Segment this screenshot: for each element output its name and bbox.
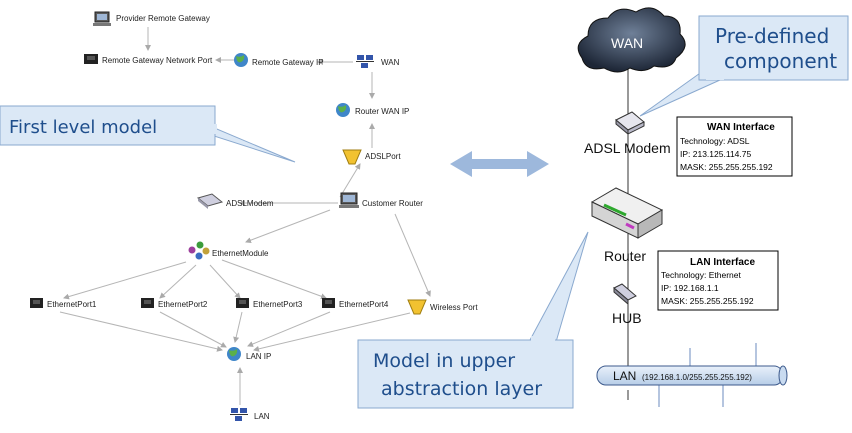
adsl-modem-device-label: ADSL Modem [584,140,671,156]
port-icon [30,298,43,308]
callout-predefined-line1: Pre-defined [715,24,829,48]
router-device-label: Router [604,248,646,264]
wan-node-label: WAN [381,58,400,67]
computer-icon [339,192,359,208]
hub-device-label: HUB [612,310,642,326]
globe-icon [234,53,248,67]
ethernet-port-3-label: EthernetPort3 [253,300,303,309]
port-icon [236,298,249,308]
globe-icon [336,103,350,117]
wan-interface-technology: Technology: ADSL [680,136,750,146]
network-icon [356,55,374,68]
adsl-port-label: ADSLPort [365,152,401,161]
ethernet-port-2-label: EthernetPort2 [158,300,208,309]
callout-predefined-line2: component [724,49,837,73]
customer-router-label: Customer Router [362,199,423,208]
ethernet-port-1-label: EthernetPort1 [47,300,97,309]
module-icon [188,241,210,260]
lan-ip-label: LAN IP [246,352,271,361]
callout-upper-layer: Model in upper abstraction layer [357,231,589,409]
ethernet-port-3-node: EthernetPort3 [236,298,303,309]
gateway-ip-label: Remote Gateway IP [252,58,324,67]
lan-node-label: LAN [254,412,270,421]
provider-gateway-node: Provider Remote Gateway [93,11,210,26]
adsl-modem-node: ADSLModem [196,193,274,209]
port-icon [84,54,98,64]
lan-interface-technology: Technology: Ethernet [661,270,741,280]
callout-first-level: First level model [0,105,296,163]
gateway-port-node: Remote Gateway Network Port [84,54,213,65]
callout-first-level-text: First level model [9,117,157,138]
double-arrow [450,151,549,177]
ethernet-port-2-node: EthernetPort2 [141,298,208,309]
lan-bus: LAN (192.168.1.0/255.255.255.192) [596,343,788,407]
lan-node: LAN [230,408,270,421]
ethernet-port-1-node: EthernetPort1 [30,298,97,309]
wan-node: WAN [356,55,400,68]
adsl-modem-node-label: ADSLModem [226,199,274,208]
modem-icon [196,193,224,209]
wireless-port-label: Wireless Port [430,303,478,312]
callout-upper-line2: abstraction layer [381,378,542,400]
wan-interface-ip: IP: 213.125.114.75 [680,149,751,159]
ethernet-port-4-node: EthernetPort4 [322,298,389,309]
wireless-port-icon [407,299,427,315]
wan-cloud: WAN [577,7,686,73]
wan-cloud-label: WAN [611,35,643,51]
gateway-ip-node: Remote Gateway IP [234,53,324,67]
callout-upper-line1: Model in upper [373,350,515,372]
router-wan-ip-label: Router WAN IP [355,107,409,116]
hub-device: HUB [612,283,642,326]
provider-gateway-label: Provider Remote Gateway [116,14,210,23]
wireless-port-icon [342,149,362,165]
lan-ip-node: LAN IP [227,347,271,361]
lan-bus-subnet: (192.168.1.0/255.255.255.192) [642,373,752,382]
port-icon [141,298,154,308]
computer-icon [93,11,111,26]
lan-interface-title: LAN Interface [690,257,755,268]
left-model-edges [59,27,431,405]
network-icon [230,408,248,421]
gateway-port-label: Remote Gateway Network Port [102,56,213,65]
wan-interface-title: WAN Interface [707,122,775,133]
ethernet-module-node: EthernetModule [188,241,269,260]
port-icon [322,298,335,308]
modem-icon [615,111,645,136]
wan-interface-box: WAN Interface Technology: ADSL IP: 213.1… [676,116,793,177]
lan-bus-label: LAN [613,369,636,383]
lan-interface-ip: IP: 192.168.1.1 [661,283,719,293]
globe-icon [227,347,241,361]
router-wan-ip-node: Router WAN IP [336,103,409,117]
ethernet-module-label: EthernetModule [212,249,269,258]
wan-interface-mask: MASK: 255.255.255.192 [680,162,773,172]
wireless-port-node: Wireless Port [407,299,478,315]
adsl-modem-device: ADSL Modem [584,111,671,156]
adsl-port-node: ADSLPort [342,149,401,165]
router-device: Router [590,187,664,264]
hub-icon [613,283,637,306]
callout-predefined: Pre-defined component [639,15,849,117]
lan-interface-box: LAN Interface Technology: Ethernet IP: 1… [657,250,779,311]
router-icon [590,187,664,239]
ethernet-port-4-label: EthernetPort4 [339,300,389,309]
lan-interface-mask: MASK: 255.255.255.192 [661,296,754,306]
customer-router-node: Customer Router [339,192,423,208]
